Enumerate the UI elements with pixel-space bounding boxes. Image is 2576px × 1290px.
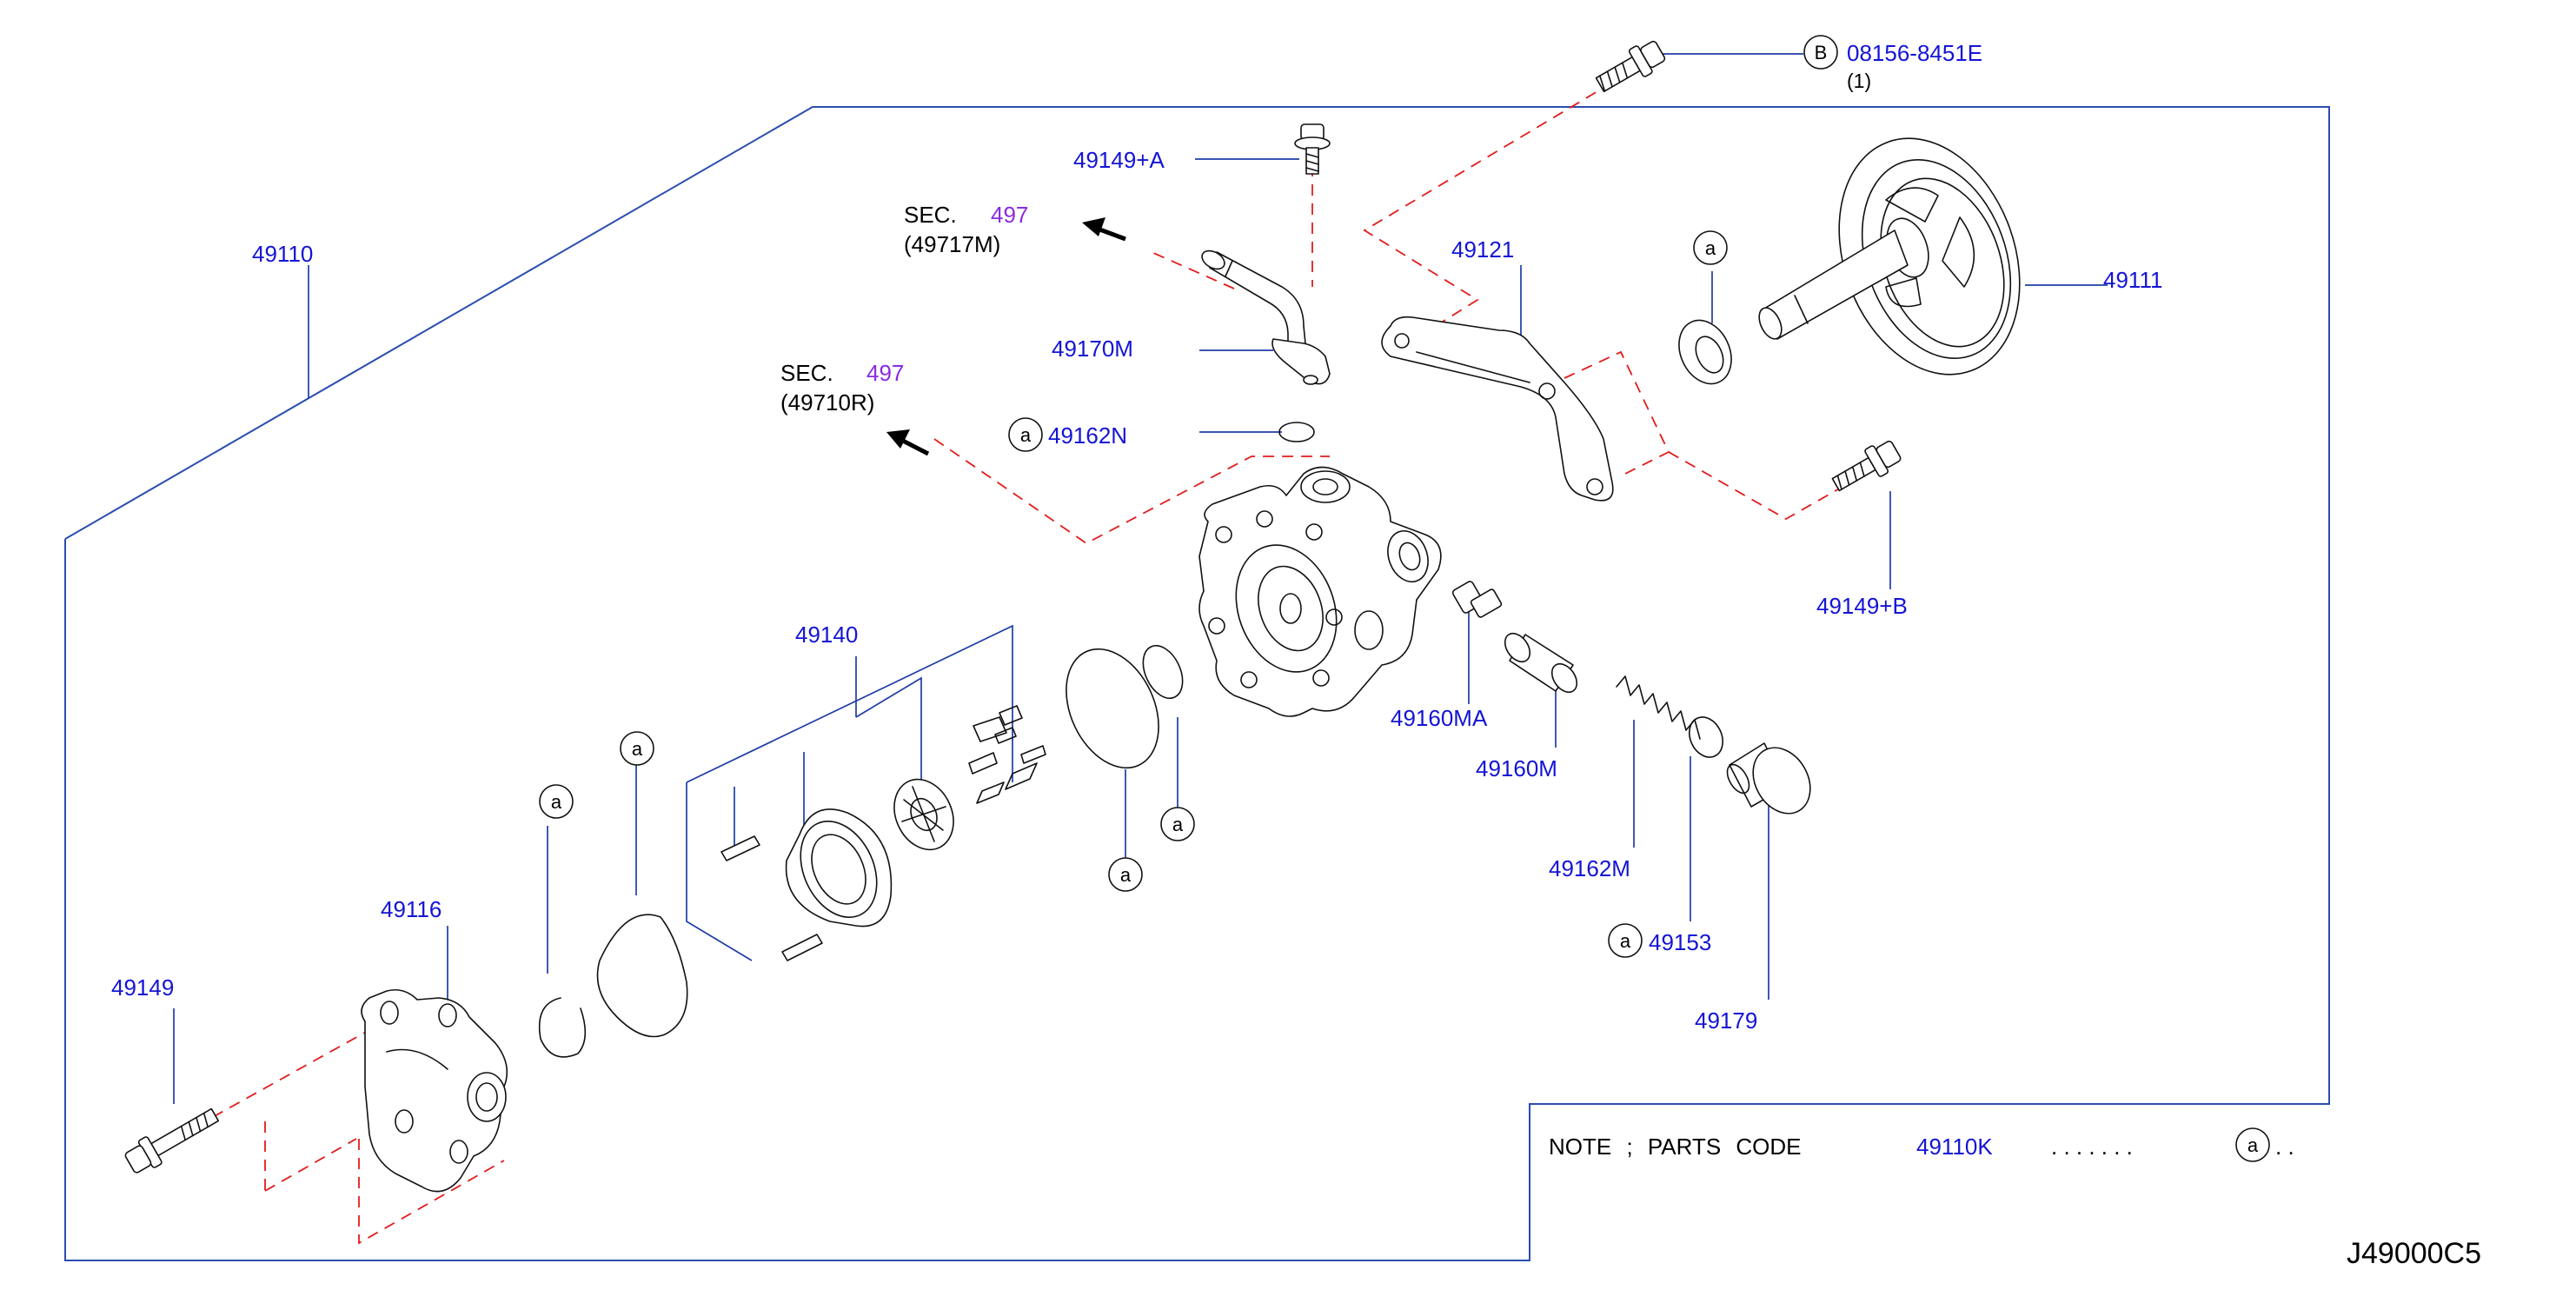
dowel-pins <box>720 835 823 961</box>
label-49149: 49149 <box>111 974 174 1001</box>
plug-49179 <box>1726 742 1811 815</box>
rotor <box>893 778 954 851</box>
bolt-08156-8451e <box>1595 40 1666 93</box>
connector-49160ma <box>1451 581 1503 618</box>
circle-marker-a: a <box>1693 230 1728 265</box>
svg-text:a: a <box>1020 424 1032 446</box>
pipe-49170m <box>1201 249 1331 385</box>
label-sec-upper: SEC. <box>904 202 957 228</box>
snap-ring <box>538 997 587 1058</box>
circle-marker-a: a <box>1160 807 1195 841</box>
o-ring-49153 <box>1688 716 1724 758</box>
pulley-49111 <box>1758 137 2021 376</box>
label-49717m: (49717M) <box>904 231 1000 257</box>
note-text: NOTE ; PARTS CODE <box>1549 1134 1802 1160</box>
svg-text:a: a <box>632 738 643 760</box>
circle-marker-a: a <box>1008 417 1043 452</box>
rear-cover-49116 <box>361 988 508 1193</box>
circle-marker-a: a <box>1608 923 1643 958</box>
label-49116: 49116 <box>381 896 442 922</box>
label-08156-8451e: 08156-8451E <box>1847 40 1982 66</box>
label-49170m: 49170M <box>1052 336 1133 362</box>
o-ring-large <box>1066 648 1159 769</box>
label-sec-497-upper: 497 <box>991 202 1028 228</box>
o-ring-small <box>1142 644 1184 700</box>
label-49149b: 49149+B <box>1816 593 1908 619</box>
alignment-dashed-lines <box>212 82 1843 1245</box>
label-49179: 49179 <box>1695 1007 1757 1034</box>
circle-marker-a: a <box>2235 1127 2270 1162</box>
circle-marker-a: a <box>1108 857 1143 892</box>
circle-marker-a: a <box>620 731 654 766</box>
label-08156-qty: (1) <box>1847 70 1871 92</box>
pump-housing <box>1198 466 1442 717</box>
diagram-id: J49000C5 <box>2347 1237 2481 1270</box>
label-49121: 49121 <box>1451 236 1514 263</box>
bracket-49121 <box>1381 316 1614 502</box>
note-dots-right: . . <box>2275 1134 2294 1160</box>
bolt-49149b <box>1831 440 1902 492</box>
label-49710r: (49710R) <box>780 389 874 416</box>
bolt-49149a <box>1294 123 1331 175</box>
gasket <box>596 914 688 1038</box>
svg-text:a: a <box>2247 1134 2259 1156</box>
label-49140: 49140 <box>795 622 858 648</box>
vanes <box>968 705 1046 804</box>
label-sec-lower: SEC. <box>780 360 833 386</box>
leader-lines <box>173 53 2108 1104</box>
assembly-frame <box>64 106 2330 1261</box>
svg-text:a: a <box>551 791 562 813</box>
circle-marker-a: a <box>539 784 574 819</box>
label-49162n: 49162N <box>1048 422 1127 449</box>
arrow-to-sec-497-lower <box>886 429 930 456</box>
label-49160ma: 49160MA <box>1391 705 1488 731</box>
bolt-marker-b: B <box>1803 35 1838 70</box>
svg-text:B: B <box>1815 42 1828 63</box>
label-49149a: 49149+A <box>1073 147 1165 173</box>
cam-ring <box>785 808 893 928</box>
valve-49160m <box>1504 632 1578 694</box>
label-sec-497-lower: 497 <box>866 360 904 386</box>
arrow-to-sec-497-upper <box>1082 217 1126 242</box>
svg-text:a: a <box>1620 930 1631 952</box>
note-code: 49110K <box>1916 1134 1993 1160</box>
svg-text:a: a <box>1172 814 1184 835</box>
label-49110: 49110 <box>252 241 313 267</box>
bolt-49149 <box>124 1107 220 1174</box>
shaft-seal <box>1678 319 1732 385</box>
label-49153: 49153 <box>1649 929 1711 955</box>
o-ring-49162n <box>1278 422 1315 442</box>
spring-49162m <box>1616 675 1701 740</box>
svg-text:a: a <box>1120 864 1132 886</box>
svg-text:a: a <box>1705 237 1716 259</box>
note-dots-left: . . . . . . . <box>2051 1134 2133 1160</box>
label-49111: 49111 <box>2103 267 2162 293</box>
label-49162m: 49162M <box>1549 855 1630 881</box>
label-49160m: 49160M <box>1476 755 1557 781</box>
